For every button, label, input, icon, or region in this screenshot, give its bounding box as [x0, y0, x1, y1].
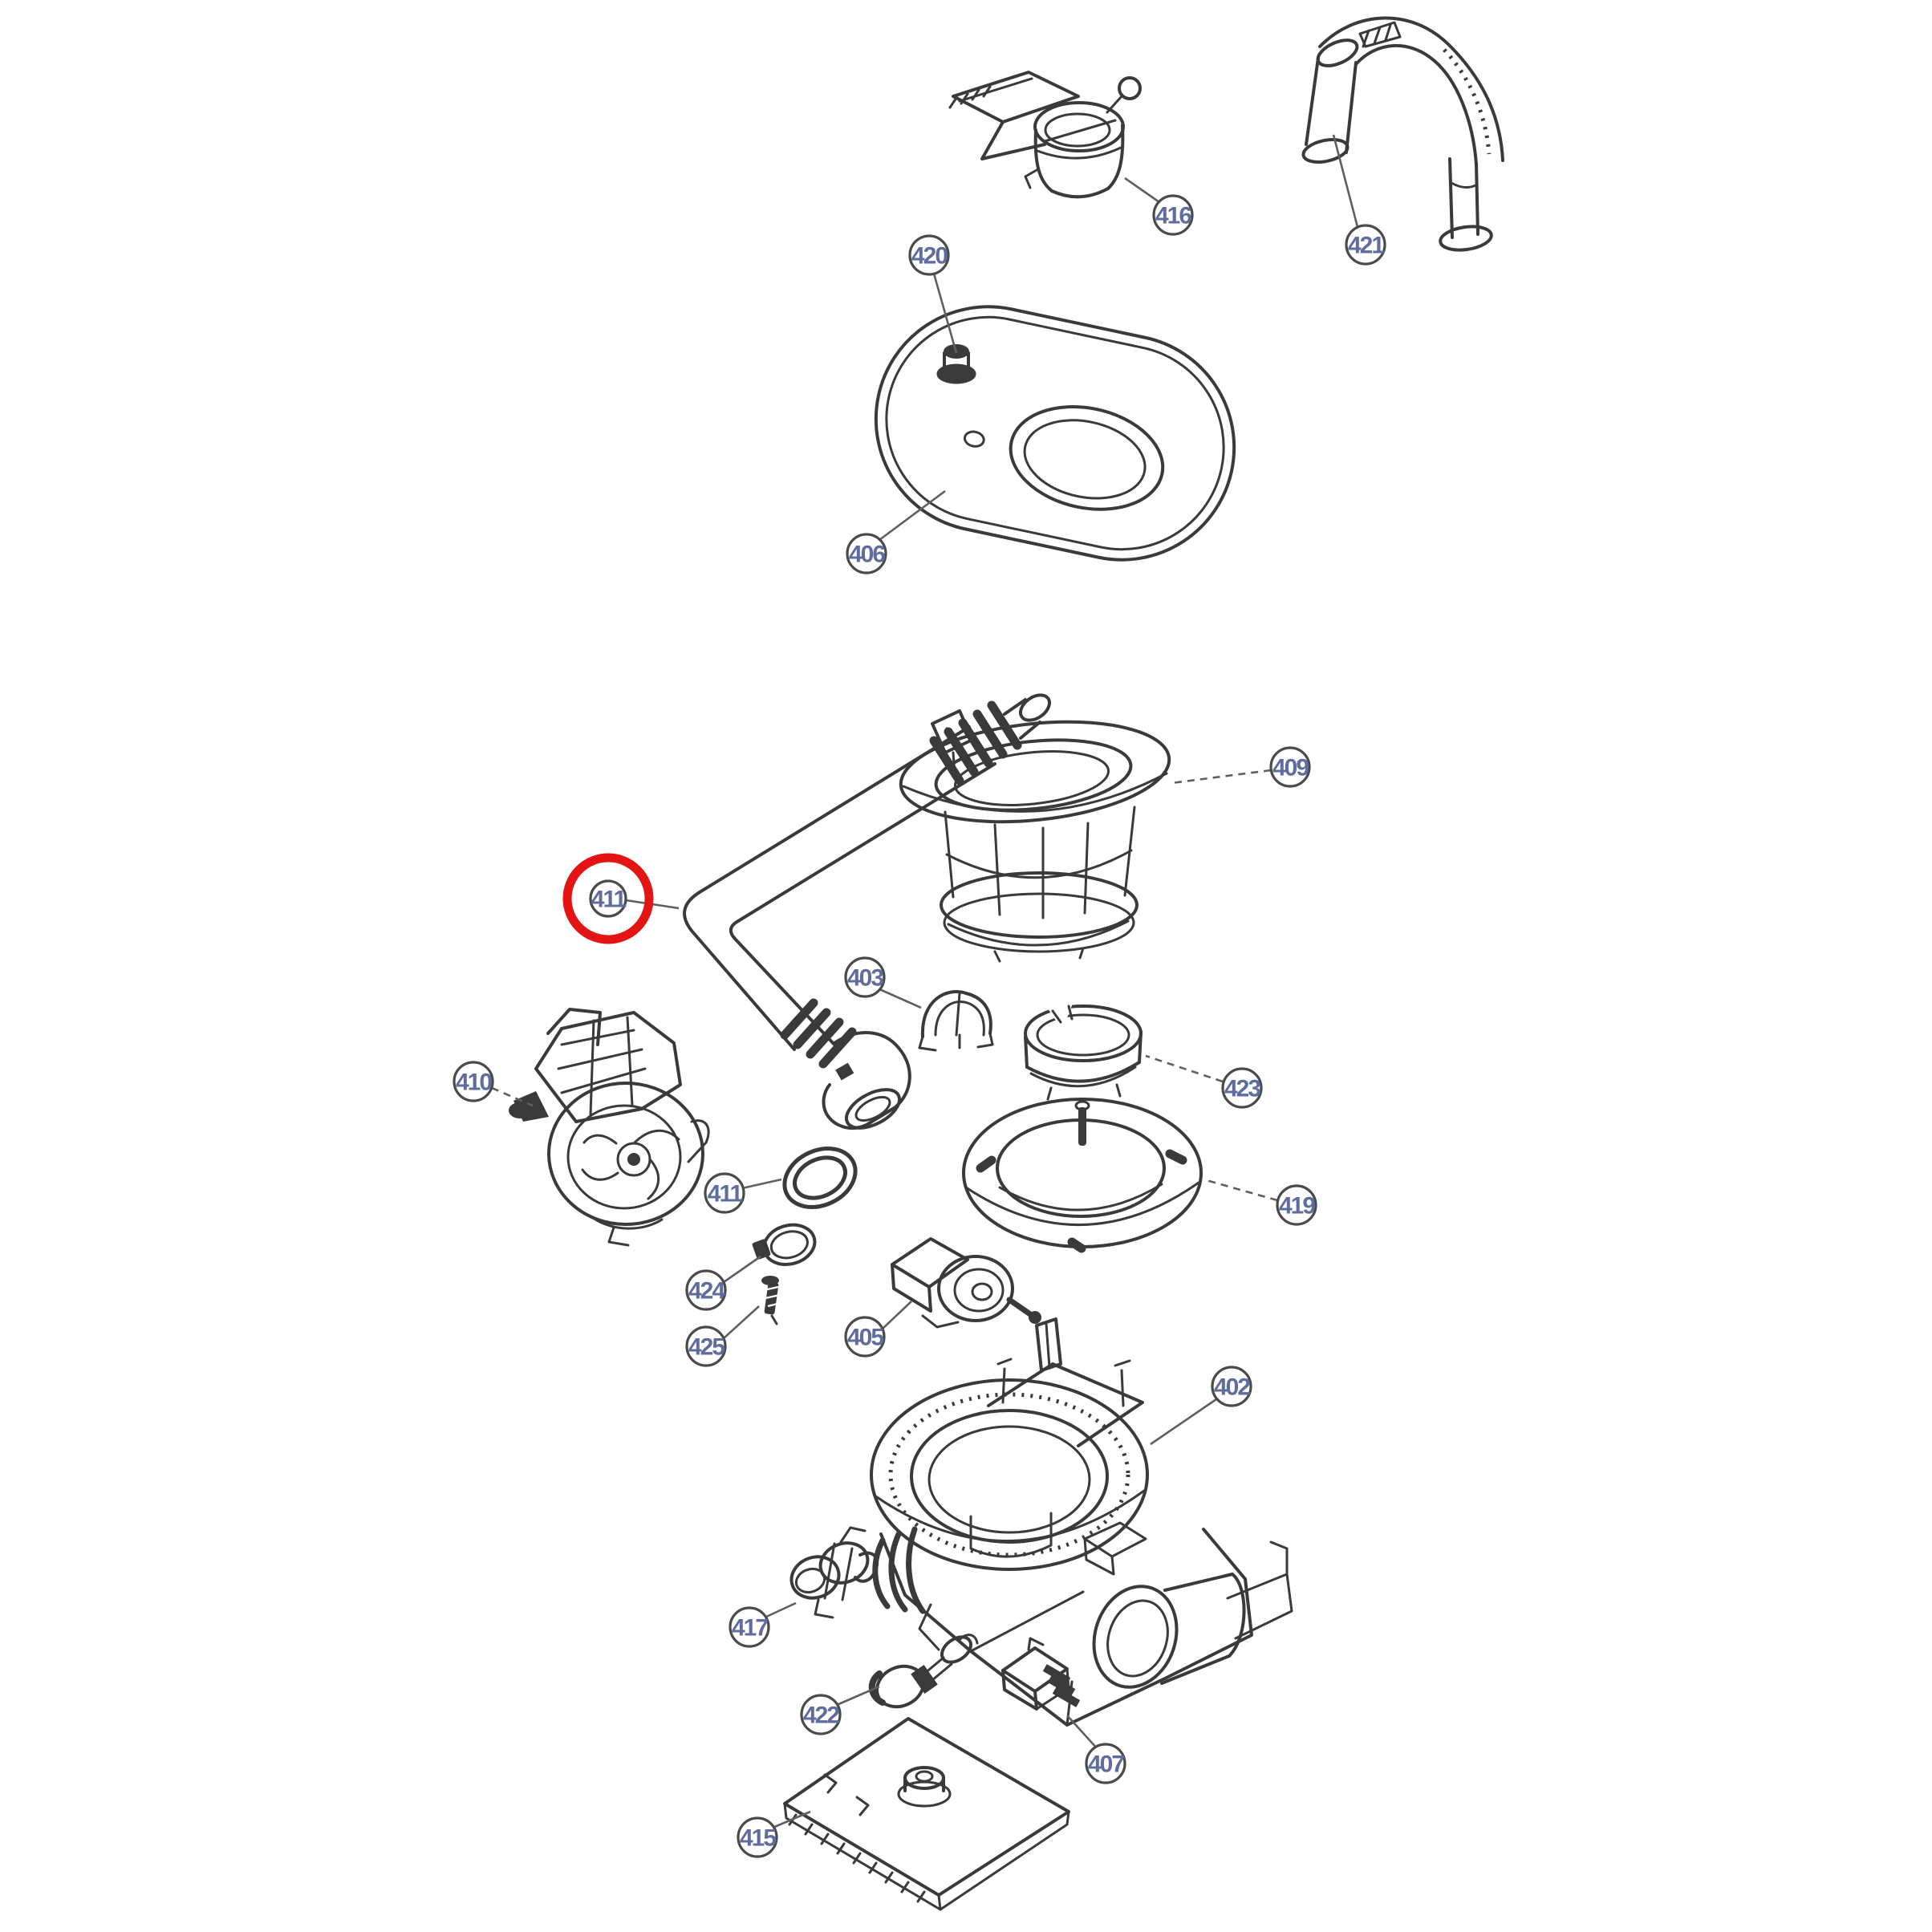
part-fill-funnel-416 [948, 71, 1142, 199]
leader-424 [723, 1255, 761, 1284]
svg-text:424: 424 [688, 1278, 725, 1305]
callout-409[interactable]: 409 [1269, 746, 1311, 788]
leader-lines [491, 134, 1359, 1829]
svg-text:403: 403 [847, 965, 883, 992]
callout-411-oring[interactable]: 411 [704, 1172, 745, 1214]
svg-text:423: 423 [1224, 1076, 1260, 1102]
leader-425 [723, 1305, 760, 1339]
callout-416[interactable]: 416 [1152, 194, 1194, 236]
svg-text:409: 409 [1272, 755, 1309, 781]
svg-text:402: 402 [1214, 1374, 1250, 1401]
part-o-ring-411 [782, 1147, 858, 1209]
svg-text:422: 422 [803, 1703, 839, 1729]
svg-text:406: 406 [849, 542, 885, 568]
leader-420 [932, 273, 958, 354]
part-hose-clip-403 [918, 990, 994, 1052]
svg-text:420: 420 [911, 243, 948, 270]
part-clamp-424 [752, 1223, 817, 1266]
callout-411-hose[interactable]: 411 [589, 879, 628, 918]
svg-text:405: 405 [847, 1325, 883, 1351]
leader-417 [764, 1601, 797, 1619]
callout-419[interactable]: 419 [1276, 1184, 1317, 1226]
callout-402[interactable]: 402 [1211, 1366, 1252, 1407]
leader-419 [1203, 1178, 1278, 1202]
leader-423 [1145, 1054, 1224, 1083]
svg-text:419: 419 [1279, 1193, 1315, 1220]
svg-text:410: 410 [456, 1070, 492, 1096]
leader-403 [877, 987, 922, 1009]
part-screw-425 [761, 1276, 781, 1325]
part-sump-assembly-402 [870, 1317, 1293, 1727]
leader-411-oring [741, 1178, 782, 1190]
part-split-collar-423 [1024, 993, 1143, 1101]
svg-text:411: 411 [708, 1181, 743, 1208]
callout-425[interactable]: 425 [685, 1325, 727, 1367]
leader-406 [879, 489, 946, 542]
svg-text:415: 415 [740, 1825, 776, 1852]
callout-422[interactable]: 422 [800, 1694, 842, 1735]
callout-423[interactable]: 423 [1221, 1067, 1263, 1109]
leader-402 [1150, 1398, 1217, 1446]
callout-405[interactable]: 405 [844, 1316, 886, 1358]
part-base-plate-415 [783, 1717, 1070, 1911]
callout-410[interactable]: 410 [453, 1061, 494, 1102]
part-connector-407 [1001, 1637, 1081, 1711]
leader-421 [1332, 134, 1359, 228]
leader-407 [1066, 1715, 1098, 1750]
svg-text:416: 416 [1155, 203, 1191, 229]
part-sump-gasket-plate-406 [874, 305, 1236, 562]
leader-415 [772, 1810, 811, 1829]
part-wash-motor-405 [891, 1237, 1041, 1329]
leader-405 [882, 1301, 912, 1329]
leader-422 [836, 1685, 880, 1707]
svg-text:421: 421 [1348, 233, 1384, 259]
leader-409 [1171, 769, 1272, 785]
leader-416 [1124, 177, 1160, 204]
callout-421[interactable]: 421 [1345, 224, 1386, 266]
callout-420[interactable]: 420 [908, 234, 950, 276]
callout-415[interactable]: 415 [737, 1816, 778, 1858]
part-drain-hose-411 [683, 693, 1052, 1130]
callout-424[interactable]: 424 [685, 1269, 727, 1311]
part-diverter-417 [789, 1526, 879, 1619]
part-drain-hose-arch-421 [1301, 16, 1504, 252]
svg-text:425: 425 [688, 1334, 724, 1361]
svg-text:407: 407 [1088, 1751, 1124, 1778]
callout-406[interactable]: 406 [846, 533, 887, 574]
svg-text:417: 417 [732, 1615, 768, 1642]
part-support-ring-419 [962, 1098, 1203, 1253]
callout-403[interactable]: 403 [844, 956, 886, 998]
highlight-circle [562, 853, 654, 944]
part-drain-pump-410 [509, 1008, 710, 1247]
callout-417[interactable]: 417 [729, 1606, 770, 1648]
callout-407[interactable]: 407 [1085, 1743, 1126, 1784]
svg-text:411: 411 [591, 887, 627, 913]
